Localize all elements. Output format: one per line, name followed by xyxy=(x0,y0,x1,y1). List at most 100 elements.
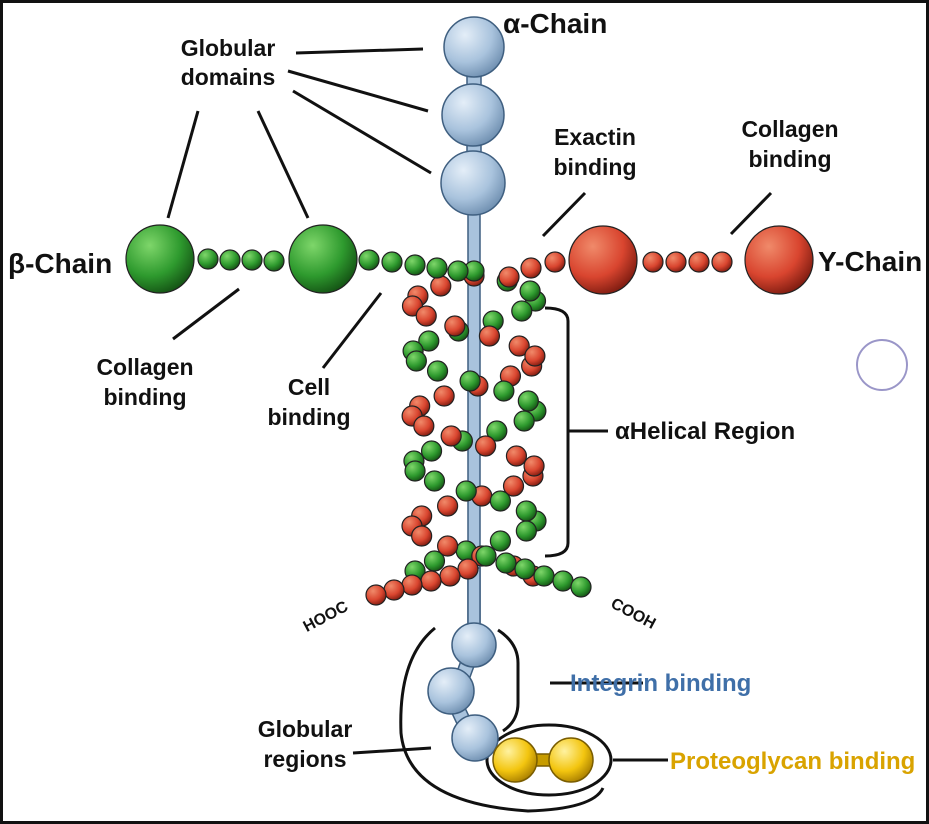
helix-bead-green xyxy=(426,360,449,382)
globular-regions-label-line1: Globular xyxy=(258,716,353,742)
globular-domains-label-line2: domains xyxy=(181,64,276,90)
helix-bead-green xyxy=(517,390,539,412)
gamma-chain-bead xyxy=(642,251,664,273)
green-tail-bead xyxy=(570,576,592,598)
helix-bead-green xyxy=(515,500,537,522)
gamma-chain-bead xyxy=(520,257,542,279)
beta-globular-domain-1 xyxy=(125,224,195,294)
helix-bead-red xyxy=(433,385,455,407)
gamma-chain-bead xyxy=(498,266,520,288)
helix-bead-red xyxy=(415,305,437,327)
helix-bead-green xyxy=(455,480,477,502)
gamma-globular-domain-2 xyxy=(744,225,814,295)
beta-chain-bead xyxy=(358,249,380,271)
collagen-binding-right-label-line1: Collagen xyxy=(741,116,838,142)
integrin-binding-label: Integrin binding xyxy=(570,670,751,697)
beta-chain-bead xyxy=(241,249,263,271)
leader-lines xyxy=(166,47,773,762)
globular-region-3 xyxy=(451,714,499,762)
red-tail-bead xyxy=(439,565,461,587)
green-tail-bead xyxy=(514,558,536,580)
gamma-chain-bead xyxy=(688,251,710,273)
beta-chain-bead xyxy=(447,260,469,282)
integrin-bracket xyxy=(497,628,520,733)
gamma-chain xyxy=(498,225,814,295)
helix-bead-green xyxy=(404,460,426,482)
green-tail-bead xyxy=(495,552,517,574)
helix-bead-red xyxy=(437,535,459,557)
beta-chain-bead xyxy=(381,251,403,273)
helix-bead-red xyxy=(440,425,462,447)
helix-bead-green xyxy=(418,330,440,352)
helix-bead-red xyxy=(508,335,530,357)
helical-region-label: αHelical Region xyxy=(615,418,795,445)
green-tail-bead xyxy=(552,570,574,592)
gamma-chain-bead xyxy=(665,251,687,273)
helix-bead-red xyxy=(524,345,546,367)
red-tail-bead xyxy=(420,570,442,592)
beta-chain-bead xyxy=(426,257,448,279)
green-tail-bead xyxy=(533,565,555,587)
helix-bead-green xyxy=(515,520,537,542)
proteoglycan-ellipse xyxy=(485,723,613,797)
alpha-globular-domains xyxy=(440,16,506,216)
helix-bead-green xyxy=(420,440,443,462)
helix-bead-green xyxy=(493,380,515,402)
beta-chain-bead xyxy=(197,248,219,270)
beta-chain xyxy=(125,224,469,294)
globular-regions-bracket xyxy=(399,626,605,813)
globular-region-1 xyxy=(451,622,497,668)
helix-bead-green xyxy=(511,300,533,322)
helix-bead-green xyxy=(513,410,535,432)
helix-bead-green xyxy=(459,370,481,392)
helix-bead-red xyxy=(502,475,525,497)
proteoglycan-ball-2 xyxy=(548,737,594,783)
alpha-chain-label: α-Chain xyxy=(503,8,607,39)
helix-bead-red xyxy=(505,445,528,467)
alpha-globular-domain-3 xyxy=(440,150,506,216)
helical-region-bracket xyxy=(544,306,570,558)
globular-region-2 xyxy=(427,667,475,715)
collagen-binding-left-label-line2: binding xyxy=(103,384,186,410)
helix-bead-red xyxy=(475,435,497,457)
red-tail-bead xyxy=(383,579,405,601)
diagram-canvas: α-Chain β-Chain Y-Chain Globular domains… xyxy=(8,8,922,813)
helix-bead-green xyxy=(489,490,511,512)
green-tail-bead xyxy=(475,545,497,567)
alpha-globular-domain-2 xyxy=(441,83,505,147)
globular-regions-label-line2: regions xyxy=(263,746,346,772)
helix-bead-green xyxy=(486,420,508,442)
red-tail-bead xyxy=(401,574,423,596)
red-tail-bead xyxy=(457,558,479,580)
gamma-chain-label: Y-Chain xyxy=(818,246,922,277)
helix-bead-green xyxy=(405,350,427,372)
globular-domains-label-line1: Globular xyxy=(181,35,276,61)
beta-chain-label: β-Chain xyxy=(8,248,112,279)
exactin-binding-label-line2: binding xyxy=(553,154,636,180)
beta-chain-bead xyxy=(219,249,241,271)
collagen-binding-left-label-line1: Collagen xyxy=(96,354,193,380)
helix-bead-green xyxy=(423,470,446,492)
gamma-chain-bead xyxy=(711,251,733,273)
helix-bead-red xyxy=(444,315,466,337)
helix-bead-red xyxy=(437,495,459,517)
helix-bead-red xyxy=(430,275,452,297)
alpha-globular-domain-1 xyxy=(443,16,505,78)
proteoglycan-domain xyxy=(492,737,594,783)
helix-bead-red xyxy=(523,455,545,477)
empty-circle-icon xyxy=(856,339,908,391)
helix-bead-red xyxy=(413,415,435,437)
collagen-binding-right-label-line2: binding xyxy=(748,146,831,172)
hooc-label: HOOC xyxy=(301,598,352,636)
helix-bead-red xyxy=(411,525,433,547)
beta-chain-bead xyxy=(404,254,426,276)
gamma-globular-domain-1 xyxy=(568,225,638,295)
beta-globular-domain-2 xyxy=(288,224,358,294)
c-terminal-tails xyxy=(365,545,592,606)
beta-chain-bead xyxy=(263,250,285,272)
proteoglycan-binding-label: Proteoglycan binding xyxy=(670,748,915,775)
helix-bead-green xyxy=(519,280,541,302)
cell-binding-label-line2: binding xyxy=(267,404,350,430)
exactin-binding-label-line1: Exactin xyxy=(554,124,636,150)
